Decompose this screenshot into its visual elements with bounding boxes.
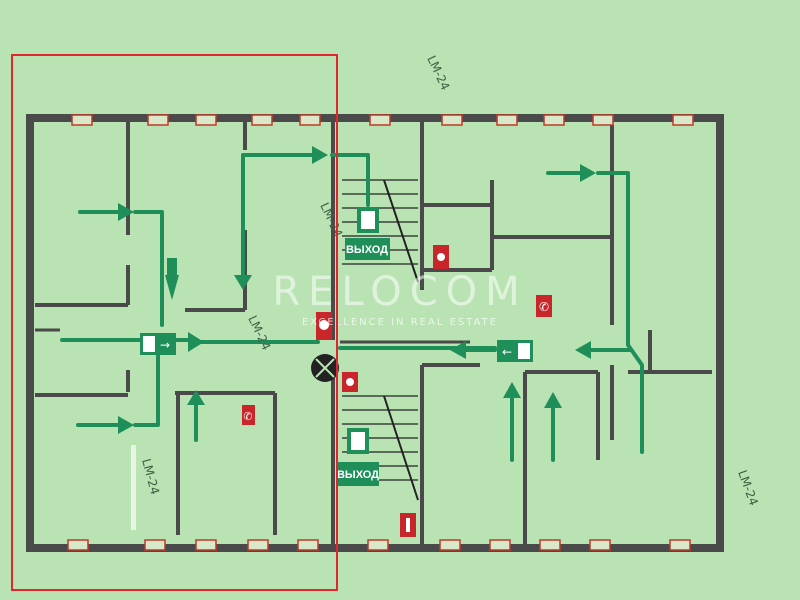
walls xyxy=(26,114,724,552)
staircase-top xyxy=(342,179,419,283)
fire-hydrant-icon xyxy=(400,513,416,537)
window-marker xyxy=(489,539,511,551)
highlight-frame xyxy=(11,54,338,591)
window-marker xyxy=(441,114,463,126)
window-marker xyxy=(369,114,391,126)
watermark-brand: RELOCOM xyxy=(272,269,527,315)
window-marker xyxy=(543,114,565,126)
window-marker xyxy=(251,114,273,126)
window-marker xyxy=(71,114,93,126)
window-marker xyxy=(367,539,389,551)
evacuation-arrows xyxy=(60,153,644,462)
svg-text:←: ← xyxy=(502,345,512,359)
window-marker xyxy=(669,539,691,551)
watermark-tagline: EXCELLENCE IN REAL ESTATE xyxy=(302,317,498,328)
phone-icon: ✆ xyxy=(242,405,255,425)
exit-sign-top: ВЫХОД xyxy=(345,238,390,260)
window-marker xyxy=(496,114,518,126)
light-reflection xyxy=(131,445,136,530)
window-marker xyxy=(299,114,321,126)
window-marker xyxy=(67,539,89,551)
window-marker xyxy=(195,114,217,126)
window-marker xyxy=(592,114,614,126)
window-marker xyxy=(247,539,269,551)
window-marker xyxy=(147,114,169,126)
you-are-here-marker xyxy=(311,354,339,382)
phone-icon: ✆ xyxy=(536,295,552,317)
running-man-icon: ← xyxy=(497,340,533,362)
window-marker xyxy=(144,539,166,551)
window-marker xyxy=(297,539,319,551)
window-marker xyxy=(672,114,694,126)
window-marker xyxy=(589,539,611,551)
svg-text:→: → xyxy=(160,338,170,352)
window-marker xyxy=(195,539,217,551)
running-man-icon: → xyxy=(140,333,176,355)
exit-sign-label: ВЫХОД xyxy=(346,244,388,256)
fire-alarm-icon xyxy=(342,372,358,392)
running-man-icon xyxy=(347,428,369,454)
fire-alarm-icon xyxy=(316,312,332,340)
watermark: RELOCOM EXCELLENCE IN REAL ESTATE xyxy=(272,269,527,328)
window-marker xyxy=(439,539,461,551)
svg-text:✆: ✆ xyxy=(539,300,549,314)
windows xyxy=(67,114,694,551)
exit-sign-bottom: ВЫХОД xyxy=(337,462,379,486)
fire-extinguisher-icon xyxy=(433,245,449,269)
arrow-heads xyxy=(118,146,596,434)
corridor-walls xyxy=(35,328,470,344)
window-marker xyxy=(539,539,561,551)
interior-walls xyxy=(35,122,712,548)
running-man-icon xyxy=(357,207,379,233)
svg-text:✆: ✆ xyxy=(243,410,252,423)
exit-sign-label: ВЫХОД xyxy=(337,469,379,481)
